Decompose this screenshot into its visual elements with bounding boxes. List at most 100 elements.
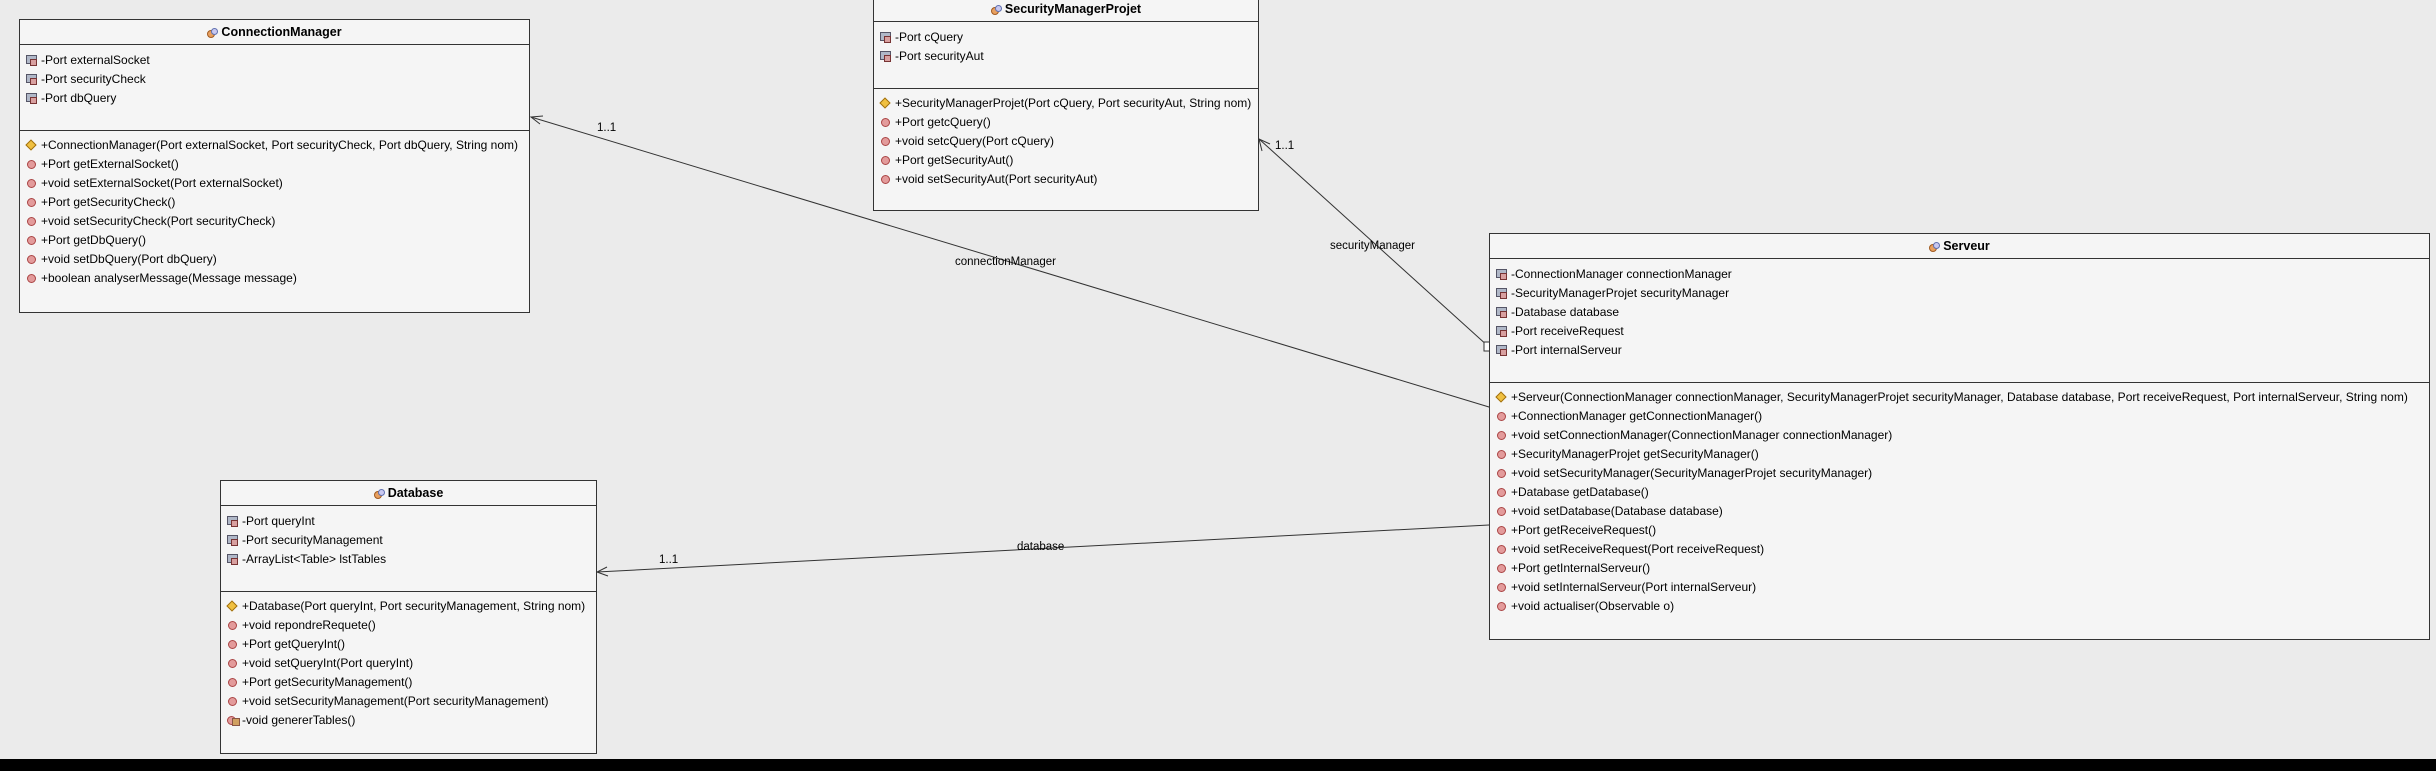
field-row[interactable]: -Port externalSocket (20, 51, 529, 70)
method-row[interactable]: +SecurityManagerProjet getSecurityManage… (1490, 445, 2429, 464)
method-row[interactable]: +Port getReceiveRequest() (1490, 521, 2429, 540)
method-row[interactable]: +Port getcQuery() (874, 113, 1258, 132)
constructor-icon (227, 601, 241, 611)
field-icon (1496, 345, 1510, 356)
method-row[interactable]: +Port getExternalSocket() (20, 155, 529, 174)
constructor-row[interactable]: +ConnectionManager(Port externalSocket, … (20, 136, 529, 155)
method-text: +void setDbQuery(Port dbQuery) (41, 252, 217, 266)
method-text: +Port getcQuery() (895, 115, 991, 129)
method-row[interactable]: +Port getSecurityAut() (874, 151, 1258, 170)
method-text: +Port getReceiveRequest() (1511, 523, 1657, 537)
method-row[interactable]: +void setSecurityManager(SecurityManager… (1490, 464, 2429, 483)
method-row[interactable]: +Database getDatabase() (1490, 483, 2429, 502)
constructor-icon (880, 98, 894, 108)
method-row[interactable]: +Port getSecurityManagement() (221, 673, 596, 692)
method-row[interactable]: +Port getInternalServeur() (1490, 559, 2429, 578)
field-row[interactable]: -Port securityAut (874, 47, 1258, 66)
method-row[interactable]: +void setSecurityAut(Port securityAut) (874, 170, 1258, 189)
methods-section: +Database(Port queryInt, Port securityMa… (221, 591, 596, 736)
method-text: +void setInternalServeur(Port internalSe… (1511, 580, 1757, 594)
security-manager-role-label: securityManager (1330, 240, 1416, 252)
method-row[interactable]: +void repondreRequete() (221, 616, 596, 635)
method-row[interactable]: +void setExternalSocket(Port externalSoc… (20, 174, 529, 193)
field-row[interactable]: -Port securityCheck (20, 70, 529, 89)
field-icon (880, 51, 894, 62)
method-row[interactable]: +Port getQueryInt() (221, 635, 596, 654)
method-text: +Database(Port queryInt, Port securityMa… (242, 599, 586, 613)
field-row[interactable]: -Port securityManagement (221, 531, 596, 550)
method-text: +void setQueryInt(Port queryInt) (242, 656, 414, 670)
field-row[interactable]: -Port queryInt (221, 512, 596, 531)
method-icon (1496, 563, 1510, 573)
method-row[interactable]: +void setDatabase(Database database) (1490, 502, 2429, 521)
method-row[interactable]: +void setcQuery(Port cQuery) (874, 132, 1258, 151)
method-row[interactable]: +Port getSecurityCheck() (20, 193, 529, 212)
field-icon (26, 55, 40, 66)
method-row[interactable]: +boolean analyserMessage(Message message… (20, 269, 529, 288)
method-row[interactable]: +void setSecurityCheck(Port securityChec… (20, 212, 529, 231)
class-serveur[interactable]: Serveur -ConnectionManager connectionMan… (1489, 233, 2430, 640)
field-text: -Port securityCheck (41, 72, 146, 86)
methods-section: +Serveur(ConnectionManager connectionMan… (1490, 382, 2429, 622)
method-text: +Port getExternalSocket() (41, 157, 179, 171)
method-text: +Serveur(ConnectionManager connectionMan… (1511, 390, 2408, 404)
constructor-row[interactable]: +Serveur(ConnectionManager connectionMan… (1490, 388, 2429, 407)
method-icon (880, 136, 894, 146)
method-row[interactable]: +Port getDbQuery() (20, 231, 529, 250)
method-text: +Port getSecurityCheck() (41, 195, 176, 209)
method-icon (1496, 601, 1510, 611)
database-association-line[interactable] (596, 524, 1490, 573)
private-method-icon (227, 715, 241, 726)
field-text: -Port externalSocket (41, 53, 150, 67)
database-multiplicity: 1..1 (659, 554, 679, 566)
connection-manager-association-line[interactable] (530, 116, 1490, 408)
method-text: +void setConnectionManager(ConnectionMan… (1511, 428, 1893, 442)
fields-section: -ConnectionManager connectionManager -Se… (1490, 259, 2429, 366)
constructor-icon (26, 140, 40, 150)
method-text: +SecurityManagerProjet getSecurityManage… (1511, 447, 1759, 461)
constructor-row[interactable]: +Database(Port queryInt, Port securityMa… (221, 597, 596, 616)
class-connection-manager-header: ConnectionManager (20, 20, 529, 45)
method-row[interactable]: +void setInternalServeur(Port internalSe… (1490, 578, 2429, 597)
method-row[interactable]: +void setConnectionManager(ConnectionMan… (1490, 426, 2429, 445)
method-text: +Port getQueryInt() (242, 637, 346, 651)
method-text: +ConnectionManager(Port externalSocket, … (41, 138, 518, 152)
method-row[interactable]: +void setReceiveRequest(Port receiveRequ… (1490, 540, 2429, 559)
method-icon (880, 117, 894, 127)
method-text: +Port getInternalServeur() (1511, 561, 1651, 575)
class-icon (990, 5, 1002, 15)
security-manager-association-line[interactable] (1258, 138, 1490, 348)
fields-section: -Port queryInt -Port securityManagement … (221, 506, 596, 575)
field-row[interactable]: -Port internalServeur (1490, 341, 2429, 360)
field-row[interactable]: -Port dbQuery (20, 89, 529, 108)
method-row[interactable]: +void actualiser(Observable o) (1490, 597, 2429, 616)
security-manager-multiplicity: 1..1 (1275, 140, 1295, 152)
method-row[interactable]: +ConnectionManager getConnectionManager(… (1490, 407, 2429, 426)
method-icon (880, 155, 894, 165)
method-icon (227, 677, 241, 687)
method-row[interactable]: +void setSecurityManagement(Port securit… (221, 692, 596, 711)
methods-section: +SecurityManagerProjet(Port cQuery, Port… (874, 88, 1258, 195)
field-text: -Port receiveRequest (1511, 324, 1624, 338)
method-text: +void setReceiveRequest(Port receiveRequ… (1511, 542, 1765, 556)
method-icon (1496, 582, 1510, 592)
private-method-row[interactable]: -void genererTables() (221, 711, 596, 730)
field-row[interactable]: -Database database (1490, 303, 2429, 322)
class-database[interactable]: Database -Port queryInt -Port securityMa… (220, 480, 597, 754)
field-row[interactable]: -Port receiveRequest (1490, 322, 2429, 341)
method-icon (26, 159, 40, 169)
field-row[interactable]: -SecurityManagerProjet securityManager (1490, 284, 2429, 303)
field-row[interactable]: -Port cQuery (874, 28, 1258, 47)
field-row[interactable]: -ConnectionManager connectionManager (1490, 265, 2429, 284)
method-row[interactable]: +void setDbQuery(Port dbQuery) (20, 250, 529, 269)
class-security-manager-projet[interactable]: SecurityManagerProjet -Port cQuery -Port… (873, 0, 1259, 211)
method-text: +void setSecurityAut(Port securityAut) (895, 172, 1098, 186)
constructor-row[interactable]: +SecurityManagerProjet(Port cQuery, Port… (874, 94, 1258, 113)
field-row[interactable]: -ArrayList<Table> lstTables (221, 550, 596, 569)
field-icon (26, 74, 40, 85)
method-icon (227, 696, 241, 706)
methods-section: +ConnectionManager(Port externalSocket, … (20, 130, 529, 294)
method-row[interactable]: +void setQueryInt(Port queryInt) (221, 654, 596, 673)
class-connection-manager[interactable]: ConnectionManager -Port externalSocket -… (19, 19, 530, 313)
